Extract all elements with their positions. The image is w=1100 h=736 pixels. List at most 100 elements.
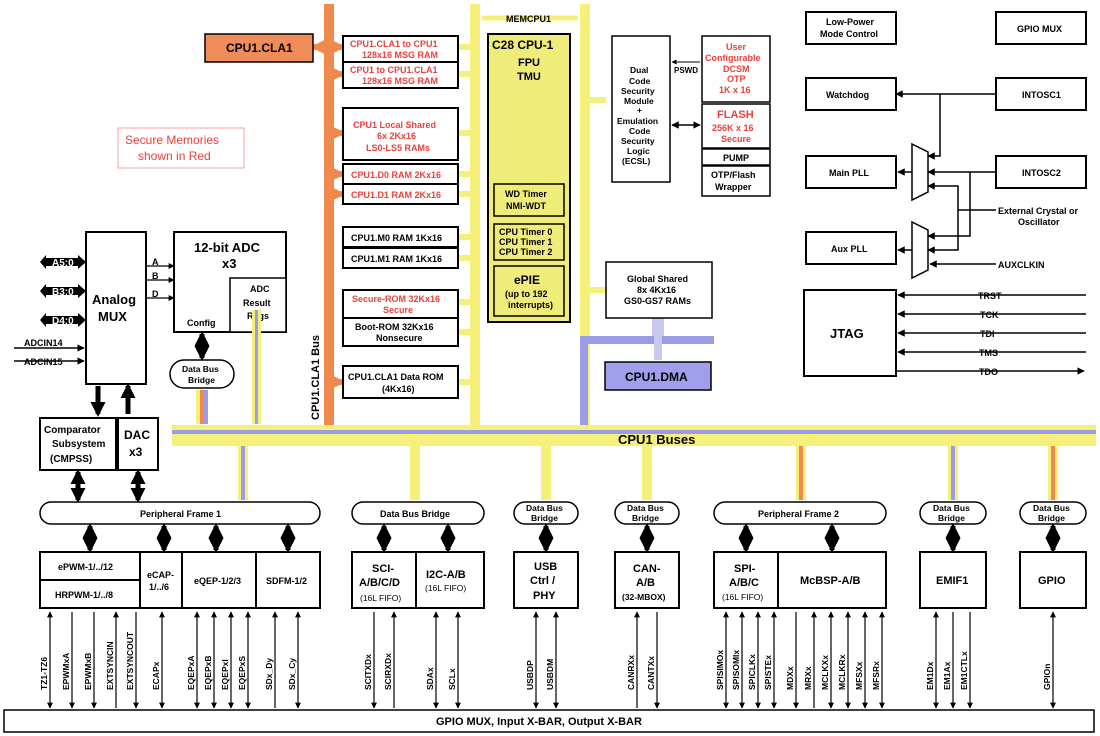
sdfm-box[interactable] — [255, 551, 321, 609]
dcsm-l2: Security — [621, 86, 655, 96]
mem-d1: CPU1.D1 RAM 2Kx16 — [351, 190, 441, 200]
otp-l1: Configurable — [705, 53, 761, 63]
pin-label: CANTXx — [646, 656, 656, 690]
pf2-bridge[interactable] — [713, 501, 887, 525]
ext-xtal-l1: External Crystal or — [998, 206, 1079, 216]
mem-m1: CPU1.M1 RAM 1Kx16 — [351, 254, 442, 264]
intosc1-box[interactable] — [995, 77, 1087, 111]
mem-cpu-to-cla-l1: CPU1 to CPU1.CLA1 — [350, 65, 438, 75]
mem-boot-rom-l1: Boot-ROM 32Kx16 — [355, 322, 434, 332]
adc-in-a: A — [152, 257, 159, 267]
wd-timer-box[interactable] — [493, 183, 565, 217]
cpu-fpu: FPU — [518, 57, 540, 69]
ecap-l2: 1/../6 — [149, 582, 169, 592]
memory-column — [342, 35, 459, 399]
sci-l3: (16L FIFO) — [360, 593, 401, 603]
mcbsp-box[interactable] — [777, 551, 887, 609]
dma-box[interactable] — [604, 361, 712, 391]
otp-box[interactable] — [701, 35, 771, 103]
ecap-box[interactable] — [139, 551, 183, 609]
lpmc-l1: Low-Power — [826, 17, 874, 27]
dcsm-text: Dual Code Security Module + Emulation Co… — [617, 65, 658, 166]
flash-box[interactable] — [701, 103, 771, 149]
usb-bridge-l1: Data Bus — [526, 503, 563, 513]
emif-box[interactable] — [919, 551, 987, 609]
bus-drops — [238, 446, 1058, 500]
mem-ls-l3: LS0-LS5 RAMs — [366, 143, 430, 153]
dac-box[interactable] — [117, 417, 159, 471]
amux-b-label: B3:0 — [52, 287, 74, 298]
dcsm-box[interactable] — [611, 35, 671, 183]
jtag-tck: TCK — [980, 310, 999, 320]
dac-l2: x3 — [129, 445, 143, 459]
gpio-mux-box[interactable] — [995, 11, 1087, 45]
adc-in-b: B — [152, 271, 159, 281]
cmpss-box[interactable] — [39, 417, 117, 471]
jtag-tdi: TDI — [980, 329, 995, 339]
can-l1: CAN- — [633, 563, 661, 575]
otp-l4: 1K x 16 — [719, 85, 751, 95]
otp-l0: User — [726, 42, 747, 52]
aux-pll-box[interactable] — [805, 231, 897, 265]
hrpwm-box[interactable] — [39, 579, 141, 609]
main-pll-box[interactable] — [805, 155, 897, 189]
adc-result-l2: Result — [243, 298, 271, 308]
pin-label: USBDP — [525, 660, 535, 690]
timer0: CPU Timer 0 — [499, 227, 552, 237]
pin-label: SCITXDx — [363, 654, 373, 690]
flash-title: FLASH — [717, 109, 754, 121]
epwm-label: ePWM-1/../12 — [58, 562, 113, 572]
gpio-mux-label: GPIO MUX — [1017, 24, 1062, 34]
ecap-l1: eCAP- — [147, 570, 174, 580]
pin-label: MRXx — [803, 666, 813, 690]
otp-wrapper-l2: Wrapper — [715, 182, 752, 192]
gpio-box[interactable] — [1019, 551, 1087, 609]
i2c-l2: (16L FIFO) — [425, 583, 466, 593]
sci-box[interactable] — [351, 551, 417, 609]
pump-box[interactable] — [701, 148, 771, 166]
mem-cla-rom-l1: CPU1.CLA1 Data ROM — [348, 372, 444, 382]
cpu-timers-box[interactable] — [493, 223, 565, 261]
cla-box[interactable] — [204, 33, 314, 63]
spi-l1: SPI- — [734, 563, 756, 575]
memcpu-label: MEMCPU1 — [506, 14, 551, 24]
pf1-bridge[interactable] — [39, 501, 321, 525]
pin-label: MFSXx — [854, 661, 864, 690]
adc-dbb[interactable] — [169, 359, 235, 389]
sci-i2c-bridge[interactable] — [351, 501, 485, 525]
amux-l1: Analog — [92, 292, 136, 307]
gs-box[interactable] — [605, 261, 713, 319]
otp-l3: OTP — [727, 74, 746, 84]
can-box[interactable] — [614, 551, 680, 609]
watchdog-box[interactable] — [805, 77, 897, 111]
adcin14-label: ADCIN14 — [24, 338, 63, 348]
i2c-box[interactable] — [415, 551, 485, 609]
sci-i2c-bridge-label: Data Bus Bridge — [380, 509, 450, 519]
adc-in-d: D — [152, 289, 159, 299]
usb-l1: USB — [534, 561, 557, 573]
intosc2-box[interactable] — [995, 155, 1087, 189]
bridge-peripheral-arrows — [82, 523, 1061, 553]
usb-box[interactable] — [513, 551, 579, 609]
lpmc-box[interactable] — [805, 11, 897, 45]
gpio-bar-label: GPIO MUX, Input X-BAR, Output X-BAR — [436, 716, 642, 728]
can-bridge-l1: Data Bus — [627, 503, 664, 513]
cpu-tmu: TMU — [517, 71, 541, 83]
jtag-box[interactable] — [803, 289, 897, 377]
analog-mux-box[interactable] — [85, 231, 147, 385]
epie-box[interactable] — [493, 265, 565, 317]
otp-l2: DCSM — [723, 64, 750, 74]
gpio-bar[interactable] — [3, 709, 1095, 733]
usb-l3: PHY — [533, 590, 556, 602]
eqep-box[interactable] — [181, 551, 257, 609]
spi-l3: (16L FIFO) — [722, 592, 763, 602]
usb-bridge-l2: Bridge — [531, 513, 558, 523]
dcsm-l6: Code — [629, 126, 651, 136]
sci-l2: A/B/C/D — [359, 577, 400, 589]
spi-box[interactable] — [713, 551, 779, 609]
cmpss-l2: Subsystem — [52, 439, 105, 450]
timer2: CPU Timer 2 — [499, 247, 552, 257]
can-l3: (32-MBOX) — [622, 592, 666, 602]
otp-wrapper-box[interactable] — [701, 165, 771, 197]
